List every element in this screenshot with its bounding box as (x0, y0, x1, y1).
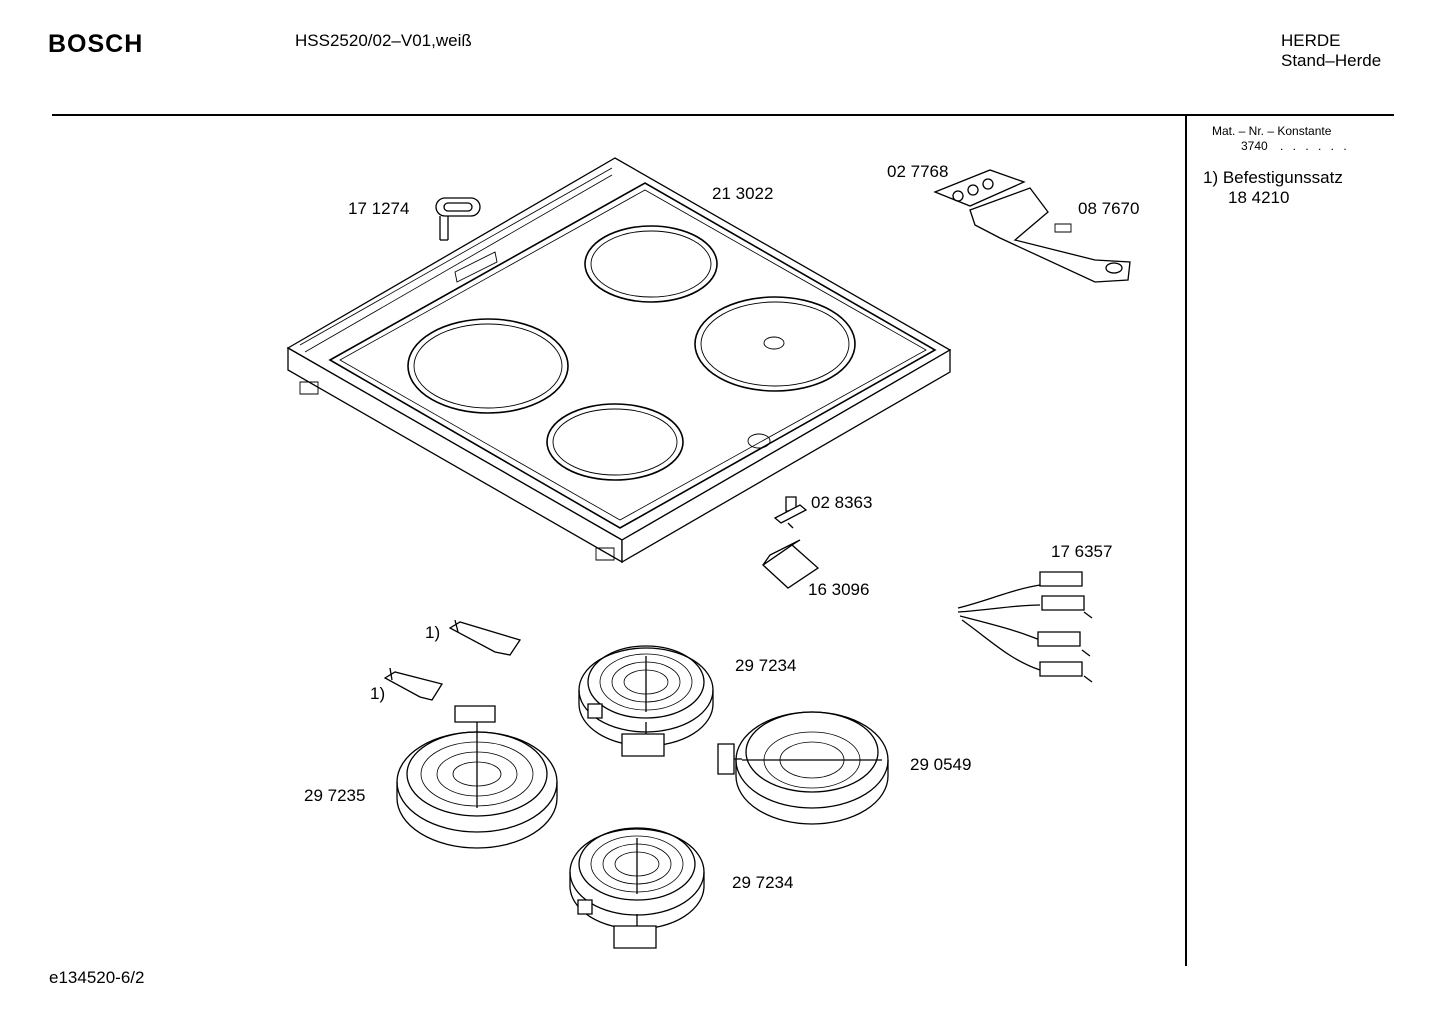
document-id: e134520-6/2 (49, 968, 145, 987)
radiant-heater-left-drawing (397, 706, 557, 848)
part-label-290549: 29 0549 (910, 755, 972, 774)
radiant-heater-right-drawing (718, 712, 888, 824)
footnote-part-number: 18 4210 (1228, 188, 1290, 207)
footnote-title: 1) Befestigunssatz (1203, 168, 1343, 187)
brand-logo: BOSCH (48, 30, 144, 58)
category-title: HERDE (1281, 31, 1341, 50)
part-label-171274: 17 1274 (348, 199, 410, 218)
angle-bracket-drawing (763, 540, 818, 588)
mounting-clamp-drawing (385, 620, 520, 700)
category-subtitle: Stand–Herde (1281, 51, 1382, 70)
header-divider (52, 114, 1394, 116)
mat-number-dots: . . . . . . (1280, 139, 1350, 153)
part-label-176357: 17 6357 (1051, 542, 1113, 561)
part-label-297234-top: 29 7234 (735, 656, 797, 675)
mat-number-value: 3740 (1241, 139, 1268, 153)
part-label-028363: 02 8363 (811, 493, 873, 512)
model-number: HSS2520/02–V01,weiß (295, 31, 472, 50)
wiring-harness-drawing (958, 572, 1092, 682)
part-label-note-1b: 1) (370, 684, 386, 703)
part-label-297235: 29 7235 (304, 786, 366, 805)
part-label-297234-bottom: 29 7234 (732, 873, 794, 892)
clip-part-drawing (436, 198, 480, 240)
bracket-part-drawing (775, 497, 806, 528)
scraper-tool-drawing (970, 188, 1130, 282)
cooktop-panel-drawing (288, 158, 950, 562)
part-label-163096: 16 3096 (808, 580, 870, 599)
part-label-note-1a: 1) (425, 623, 441, 642)
radiant-heater-top-drawing (579, 646, 713, 756)
part-label-213022: 21 3022 (712, 184, 774, 203)
part-label-027768: 02 7768 (887, 162, 949, 181)
mat-number-label: Mat. – Nr. – Konstante (1212, 124, 1332, 138)
part-label-087670: 08 7670 (1078, 199, 1140, 218)
radiant-heater-bottom-drawing (570, 828, 704, 948)
plate-part-drawing (935, 170, 1024, 206)
side-panel-divider (1185, 116, 1187, 966)
